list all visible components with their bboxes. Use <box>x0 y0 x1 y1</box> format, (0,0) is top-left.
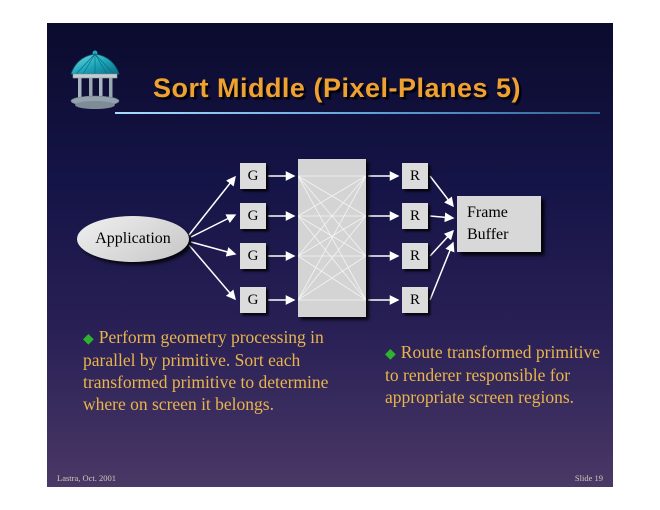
bullet-left: ◆Perform geometry processing in parallel… <box>83 326 343 415</box>
renderer-node-3: R <box>402 243 428 269</box>
frame-buffer-node: Frame Buffer <box>457 196 541 252</box>
renderer-node-label: R <box>409 291 420 308</box>
crossbar-network <box>298 159 366 317</box>
title-underline <box>115 112 600 114</box>
renderer-node-4: R <box>402 287 428 313</box>
footer-slide-number: Slide 19 <box>574 473 603 483</box>
geometry-node-4: G <box>240 287 266 313</box>
renderer-node-label: R <box>409 207 420 224</box>
frame-buffer-label-line2: Buffer <box>467 226 509 243</box>
application-label: Application <box>95 230 171 247</box>
renderer-node-2: R <box>402 203 428 229</box>
bullet-right-text: Route transformed primitive to renderer … <box>385 342 601 407</box>
dome-well-logo-icon <box>69 49 121 111</box>
geometry-node-label: G <box>247 247 259 264</box>
geometry-node-1: G <box>240 163 266 189</box>
geometry-node-label: G <box>247 291 259 308</box>
bullet-right: ◆Route transformed primitive to renderer… <box>385 341 609 408</box>
geometry-node-3: G <box>240 243 266 269</box>
renderer-node-label: R <box>409 247 420 264</box>
presentation-slide: Sort Middle (Pixel-Planes 5) <box>47 23 613 487</box>
slide-title: Sort Middle (Pixel-Planes 5) <box>152 73 522 103</box>
renderer-node-label: R <box>409 167 420 184</box>
diamond-bullet-icon: ◆ <box>83 332 94 347</box>
frame-buffer-label-line1: Frame <box>467 204 508 222</box>
diamond-bullet-icon: ◆ <box>385 347 396 362</box>
geometry-node-label: G <box>247 207 259 224</box>
geometry-node-label: G <box>247 167 259 184</box>
application-node: Application <box>77 216 189 262</box>
renderer-node-1: R <box>402 163 428 189</box>
geometry-node-2: G <box>240 203 266 229</box>
footer-author: Lastra, Oct. 2001 <box>57 473 117 483</box>
bullet-left-text: Perform geometry processing in parallel … <box>83 327 329 414</box>
